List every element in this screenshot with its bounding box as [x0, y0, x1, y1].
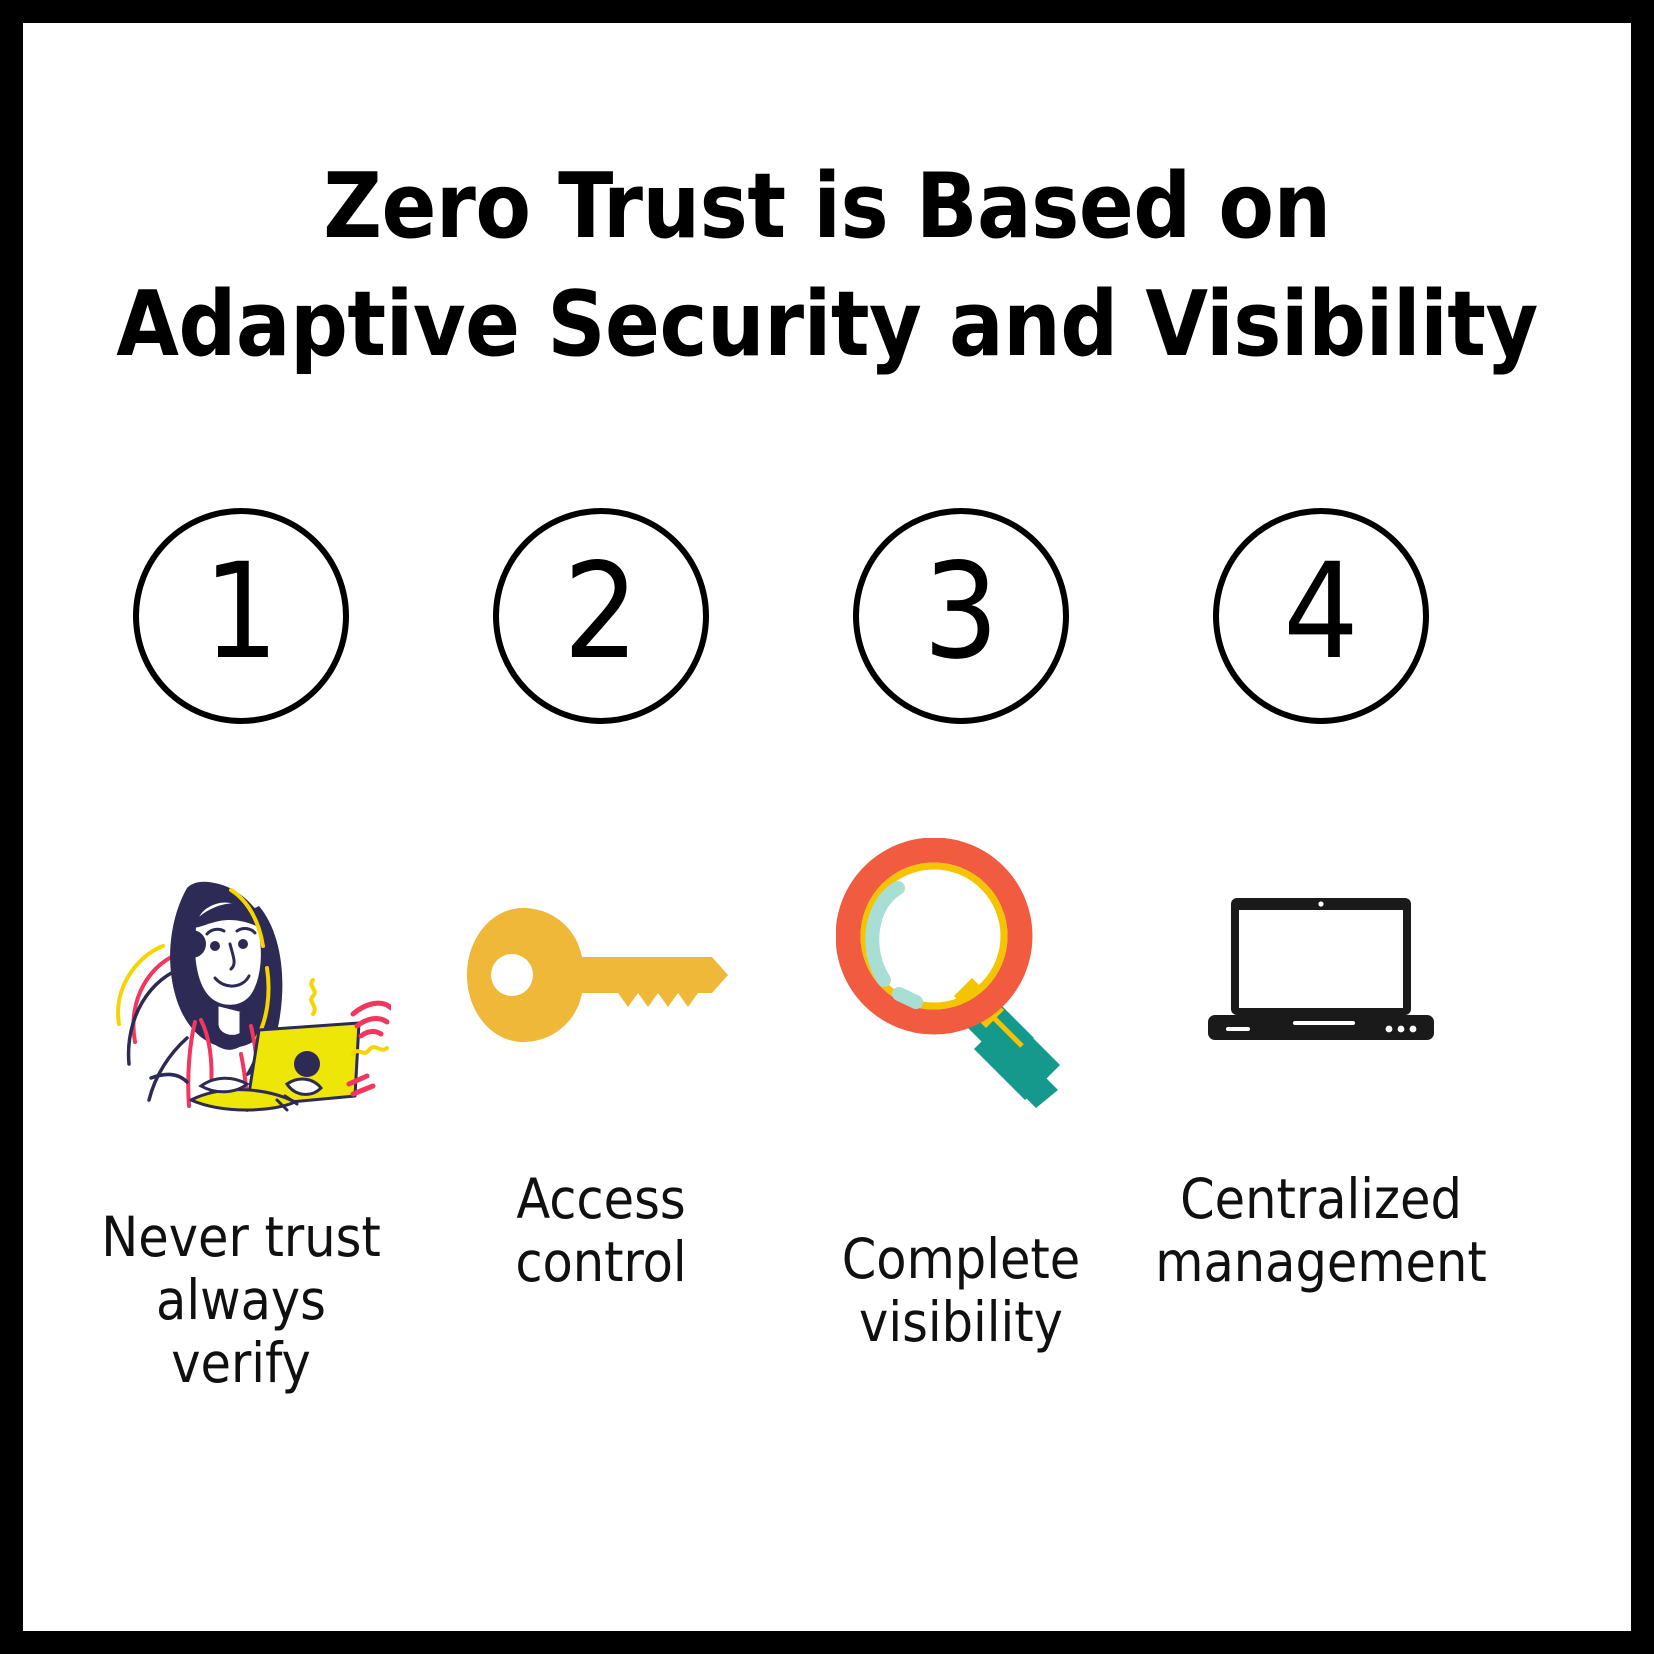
step-caption-4: Centralized management: [1141, 1168, 1501, 1294]
step-caption-3-line-1: Complete: [841, 1227, 1081, 1291]
step-item-2: 2 Access control: [421, 23, 781, 1631]
step-icon-slot-2: [421, 823, 781, 1123]
woman-with-laptop-icon: [116, 881, 391, 1112]
step-caption-2-line-2: control: [515, 1230, 687, 1294]
step-caption-1-line-2: always: [156, 1268, 326, 1332]
step-number-badge-2: 2: [493, 508, 709, 724]
step-item-3: 3: [781, 23, 1141, 1631]
step-icon-slot-4: [1141, 823, 1501, 1123]
step-caption-2-line-1: Access: [516, 1167, 686, 1231]
steps-row: 1: [23, 23, 1631, 1631]
page-title-line-2: Adaptive Security and Visibility: [116, 272, 1538, 377]
step-item-4: 4: [1141, 23, 1501, 1631]
step-number-badge-3: 3: [853, 508, 1069, 724]
step-item-1: 1: [61, 23, 421, 1631]
key-icon: [467, 908, 728, 1042]
step-number-4: 4: [1283, 535, 1359, 689]
page-title: Zero Trust is Based on Adaptive Security…: [23, 148, 1631, 384]
step-caption-1-line-3: verify: [171, 1331, 311, 1395]
step-number-3: 3: [923, 535, 999, 689]
step-caption-4-line-1: Centralized: [1180, 1167, 1462, 1231]
step-icon-slot-1: [61, 823, 421, 1123]
page-title-line-1: Zero Trust is Based on: [323, 154, 1331, 259]
step-caption-3: Complete visibility: [781, 1228, 1141, 1354]
laptop-icon: [1208, 898, 1434, 1040]
step-caption-1-line-1: Never trust: [101, 1205, 381, 1269]
poster-canvas: Zero Trust is Based on Adaptive Security…: [23, 23, 1631, 1631]
step-number-2: 2: [563, 535, 639, 689]
magnifying-glass-icon: [836, 838, 1060, 1108]
step-number-1: 1: [203, 535, 279, 689]
step-caption-2: Access control: [421, 1168, 781, 1294]
step-number-badge-1: 1: [133, 508, 349, 724]
step-caption-3-line-2: visibility: [859, 1290, 1063, 1354]
step-icon-slot-3: [781, 823, 1141, 1123]
step-number-badge-4: 4: [1213, 508, 1429, 724]
step-caption-4-line-2: management: [1155, 1230, 1487, 1294]
step-caption-1: Never trust always verify: [61, 1206, 421, 1395]
